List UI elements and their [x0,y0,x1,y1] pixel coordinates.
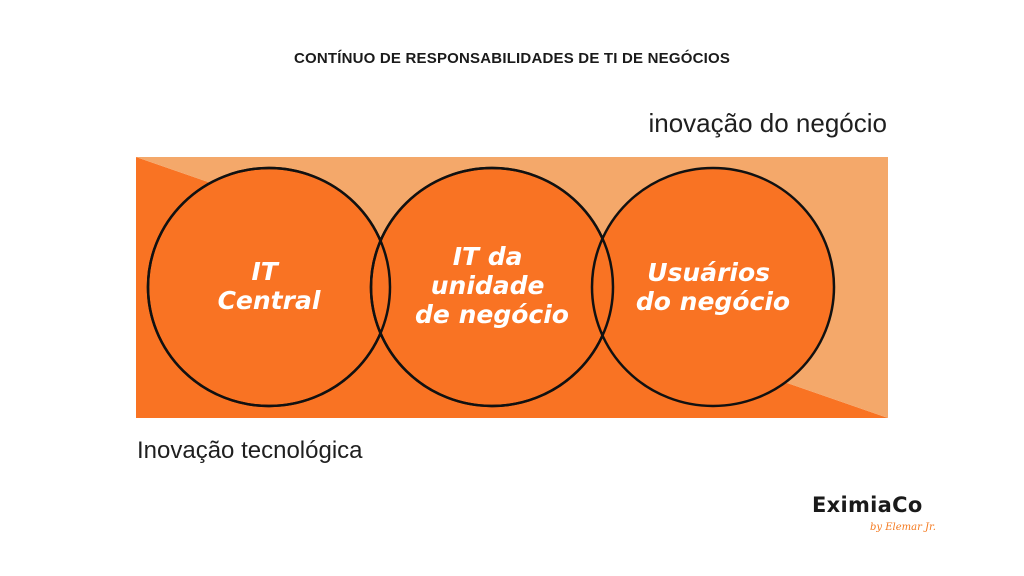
technological-innovation-label: Inovação tecnológica [137,437,363,464]
responsibility-continuum-diagram: IT Central IT da unidade de negócio Usuá… [136,157,888,418]
circle-business-users [590,166,836,408]
page-title: CONTÍNUO DE RESPONSABILIDADES DE TI DE N… [293,50,731,67]
circle-label-business-users: Usuários do negócio [636,258,790,316]
circle-outline-1 [146,166,392,408]
logo-name: EximiaCo [812,493,923,517]
business-innovation-label: inovação do negócio [648,108,887,138]
circle-label-it-central: IT Central [218,257,321,315]
circle-label-it-business-unit: IT da unidade de negócio [415,242,569,329]
logo-tagline: by Elemar Jr. [870,522,936,533]
eximiaco-logo: EximiaCo by Elemar Jr. [812,493,952,543]
circle-outline-2 [369,166,615,408]
